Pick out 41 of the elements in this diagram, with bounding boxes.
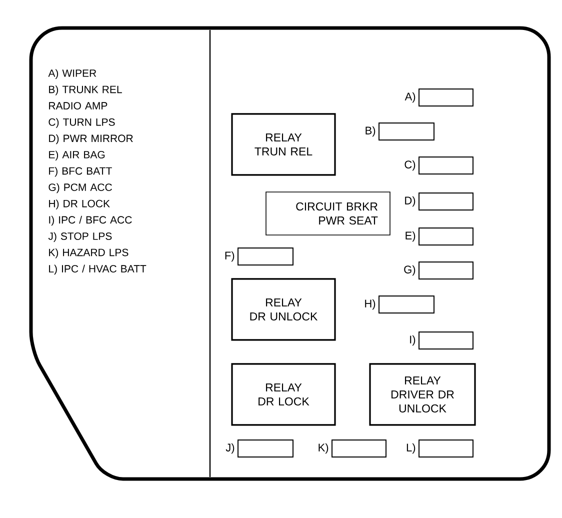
relay-box: RELAY DR LOCK xyxy=(231,363,336,426)
fuse-legend-entry: K) HAZARD LPS xyxy=(49,248,128,258)
fuse-legend-entry: E) AIR BAG xyxy=(49,150,105,160)
fuse-legend-entry: D) PWR MIRROR xyxy=(49,134,133,144)
fuse-slot xyxy=(418,156,474,174)
fuse-letter: E) xyxy=(406,231,416,242)
fuse-slot xyxy=(418,261,474,280)
fuse-slot xyxy=(418,88,474,106)
fuse-letter: F) xyxy=(225,251,234,262)
relay-box: RELAY TRUN REL xyxy=(231,113,336,176)
fuse-slot xyxy=(378,295,434,314)
fuse-legend-entry: B) TRUNK REL RADIO AMP xyxy=(49,86,122,110)
fuse-slot xyxy=(418,228,474,246)
fuse-slot xyxy=(378,122,434,140)
fuse-legend-entry: F) BFC BATT xyxy=(49,167,112,177)
fuse-legend-entry: H) DR LOCK xyxy=(49,200,110,210)
fuse-legend-entry: G) PCM ACC xyxy=(48,183,112,194)
fuse-slot xyxy=(238,248,294,266)
fuse-letter: L) xyxy=(406,443,416,454)
fuse-slot xyxy=(332,439,386,458)
fuse-letter: I) xyxy=(410,335,416,346)
fuse-slot xyxy=(418,192,474,210)
fuse-legend-entry: J) STOP LPS xyxy=(48,232,112,242)
fuse-letter: C) xyxy=(404,160,416,171)
fuse-letter: A) xyxy=(404,92,416,103)
fuse-slot xyxy=(238,439,294,458)
fuse-legend-entry: A) WIPER xyxy=(48,69,96,79)
fuse-slot xyxy=(418,439,474,458)
circuit-breaker-box: CIRCUIT BRKR PWR SEAT xyxy=(266,192,390,236)
relay-box: RELAY DR UNLOCK xyxy=(231,278,336,341)
fuse-slot xyxy=(418,331,474,350)
fuse-legend-entry: I) IPC / BFC ACC xyxy=(49,216,132,226)
relay-box: RELAY DRIVER DR UNLOCK xyxy=(369,363,476,426)
fuse-letter: D) xyxy=(405,196,416,207)
fuse-letter: J) xyxy=(226,443,234,454)
fuse-letter: G) xyxy=(404,265,416,276)
fuse-letter: K) xyxy=(318,443,328,454)
fuse-legend-entry: L) IPC / HVAC BATT xyxy=(49,264,146,275)
fuse-legend-entry: C) TURN LPS xyxy=(48,118,115,128)
fuse-letter: H) xyxy=(365,299,376,310)
fuse-letter: B) xyxy=(366,126,376,137)
